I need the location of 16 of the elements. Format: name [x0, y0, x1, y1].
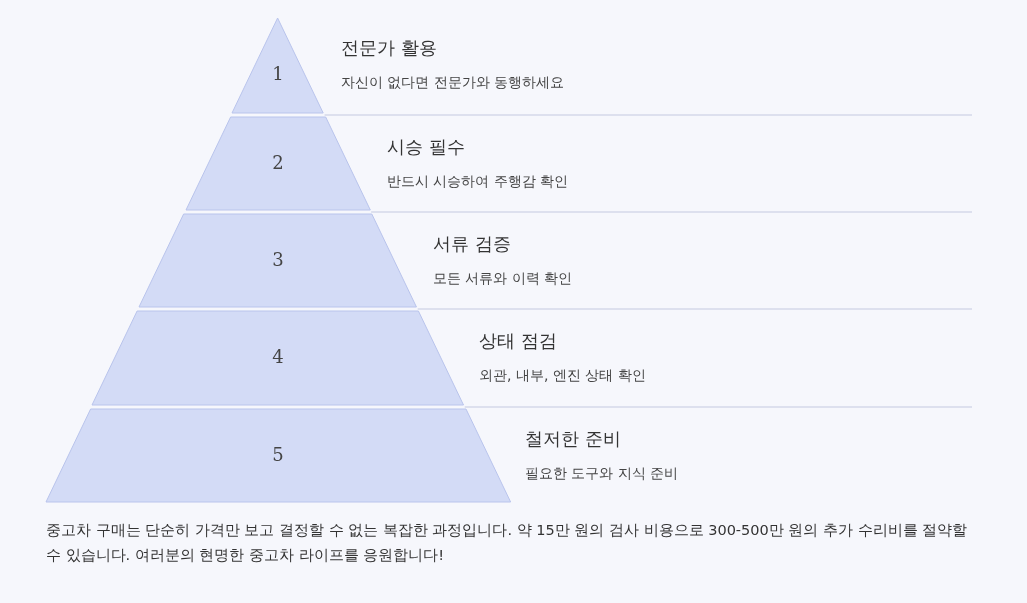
level-number: 2	[271, 151, 285, 173]
level-description: 모든 서류와 이력 확인	[433, 270, 573, 288]
caption: 중고차 구매는 단순히 가격만 보고 결정할 수 없는 복잡한 과정입니다. 약 15만 원의 검사 비용으로 300-500만 원의 추가 수리비를 절약할 수 있습니다. 여러분의 현명한 중고차 라이프를 응원합니다!	[46, 521, 969, 565]
level-number: 3	[271, 248, 285, 270]
level-number: 4	[271, 346, 285, 367]
level-description: 반드시 시승하여 주행감 확인	[387, 173, 569, 191]
level-heading: 철저한 준비	[525, 427, 621, 451]
level-heading: 전문가 활용	[341, 36, 437, 60]
level-description: 자신이 없다면 전문가와 동행하세요	[341, 74, 565, 92]
level-heading: 서류 검증	[433, 232, 511, 256]
level-description: 외관, 내부, 엔진 상태 확인	[479, 367, 646, 385]
level-number: 1	[271, 63, 285, 84]
level-number: 5	[271, 443, 285, 465]
level-heading: 시승 필수	[387, 135, 465, 159]
level-heading: 상태 점검	[479, 329, 557, 353]
level-description: 필요한 도구와 지식 준비	[525, 465, 679, 483]
